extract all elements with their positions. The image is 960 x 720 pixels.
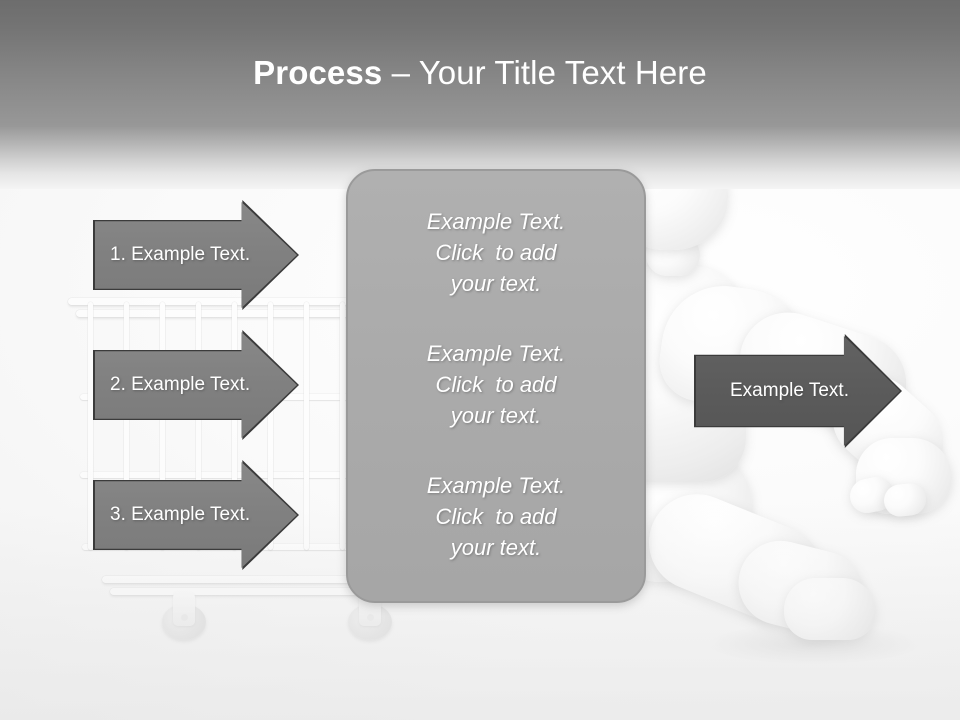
panel-text-block-1-line-1: Example Text.: [426, 208, 566, 234]
page-title-strong: Process: [253, 54, 392, 91]
page-title: Process – Your Title Text Here: [0, 53, 960, 93]
title-band: [0, 0, 960, 127]
panel-text-block-3[interactable]: Example Text. Click to add your text.: [370, 470, 622, 563]
panel-text-block-1-line-2: Click to add: [435, 239, 557, 265]
step-arrow-1[interactable]: 1. Example Text.: [93, 200, 299, 310]
step-arrow-3[interactable]: 3. Example Text.: [93, 460, 299, 570]
panel-text-block-2-line-1: Example Text.: [426, 340, 566, 366]
outcome-arrow[interactable]: Example Text.: [694, 334, 902, 448]
panel-text-block-3-line-3: your text.: [450, 534, 542, 560]
panel-text-block-1-line-3: your text.: [450, 270, 542, 296]
panel-text-block-1[interactable]: Example Text. Click to add your text.: [370, 206, 622, 299]
step-arrow-1-label: 1. Example Text.: [110, 244, 251, 265]
panel-text-block-2-line-3: your text.: [450, 402, 542, 428]
step-arrow-3-label: 3. Example Text.: [110, 504, 251, 525]
step-arrow-2[interactable]: 2. Example Text.: [93, 330, 299, 440]
step-arrow-2-label: 2. Example Text.: [110, 374, 251, 395]
outcome-arrow-label: Example Text.: [730, 380, 849, 401]
panel-text-block-3-line-2: Click to add: [435, 503, 557, 529]
page-title-rest: – Your Title Text Here: [391, 54, 707, 91]
content-panel[interactable]: Example Text. Click to add your text. Ex…: [346, 169, 646, 603]
panel-text-block-2-line-2: Click to add: [435, 371, 557, 397]
panel-text-block-3-line-1: Example Text.: [426, 472, 566, 498]
panel-text-block-2[interactable]: Example Text. Click to add your text.: [370, 338, 622, 431]
